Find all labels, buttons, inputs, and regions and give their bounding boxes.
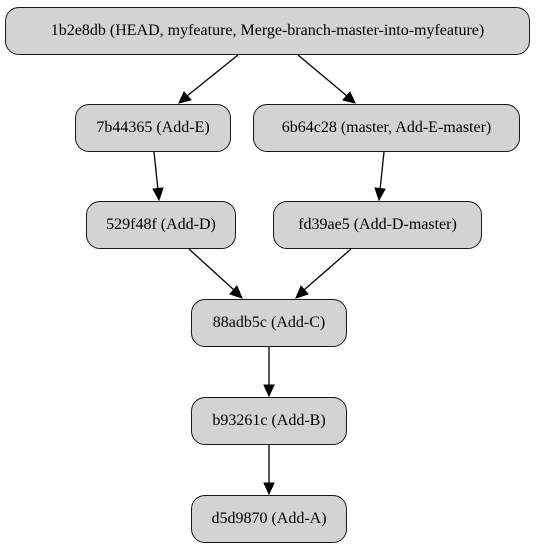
commit-node-6b64c28: 6b64c28 (master, Add-E-master) — [253, 104, 520, 152]
edge-n1-n3 — [297, 54, 348, 97]
edge-n2-n4 — [153, 151, 159, 191]
commit-label: 6b64c28 (master, Add-E-master) — [281, 119, 492, 136]
edge-n1-n2 — [186, 54, 239, 97]
commit-label: 1b2e8db (HEAD, myfeature, Merge-branch-m… — [50, 22, 485, 39]
commit-label: 7b44365 (Add-E) — [96, 119, 210, 136]
commit-node-88adb5c: 88adb5c (Add-C) — [191, 299, 347, 347]
commit-node-7b44365: 7b44365 (Add-E) — [75, 104, 231, 152]
edge-n5-n6 — [303, 248, 352, 291]
commit-label: b93261c (Add-B) — [212, 412, 326, 429]
arrowhead-n1-n2 — [178, 91, 192, 104]
commit-node-d5d9870: d5d9870 (Add-A) — [191, 495, 347, 543]
arrowhead-n4-n6 — [229, 285, 243, 299]
edge-n4-n6 — [188, 248, 235, 291]
arrowhead-n6-n7 — [263, 384, 275, 398]
arrowhead-n2-n4 — [152, 187, 164, 202]
commit-node-fd39ae5: fd39ae5 (Add-D-master) — [273, 201, 482, 249]
commit-label: d5d9870 (Add-A) — [211, 510, 327, 527]
arrowhead-n1-n3 — [342, 91, 356, 104]
commit-label: fd39ae5 (Add-D-master) — [298, 216, 457, 233]
arrowhead-n7-n8 — [263, 482, 275, 496]
arrowhead-n3-n5 — [374, 187, 386, 202]
commit-label: 529f48f (Add-D) — [106, 216, 216, 233]
commit-node-1b2e8db: 1b2e8db (HEAD, myfeature, Merge-branch-m… — [5, 7, 530, 55]
commit-node-b93261c: b93261c (Add-B) — [191, 397, 347, 445]
edge-n3-n5 — [379, 151, 385, 191]
arrowhead-n5-n6 — [295, 285, 309, 299]
commit-label: 88adb5c (Add-C) — [212, 314, 326, 331]
commit-node-529f48f: 529f48f (Add-D) — [86, 201, 236, 249]
